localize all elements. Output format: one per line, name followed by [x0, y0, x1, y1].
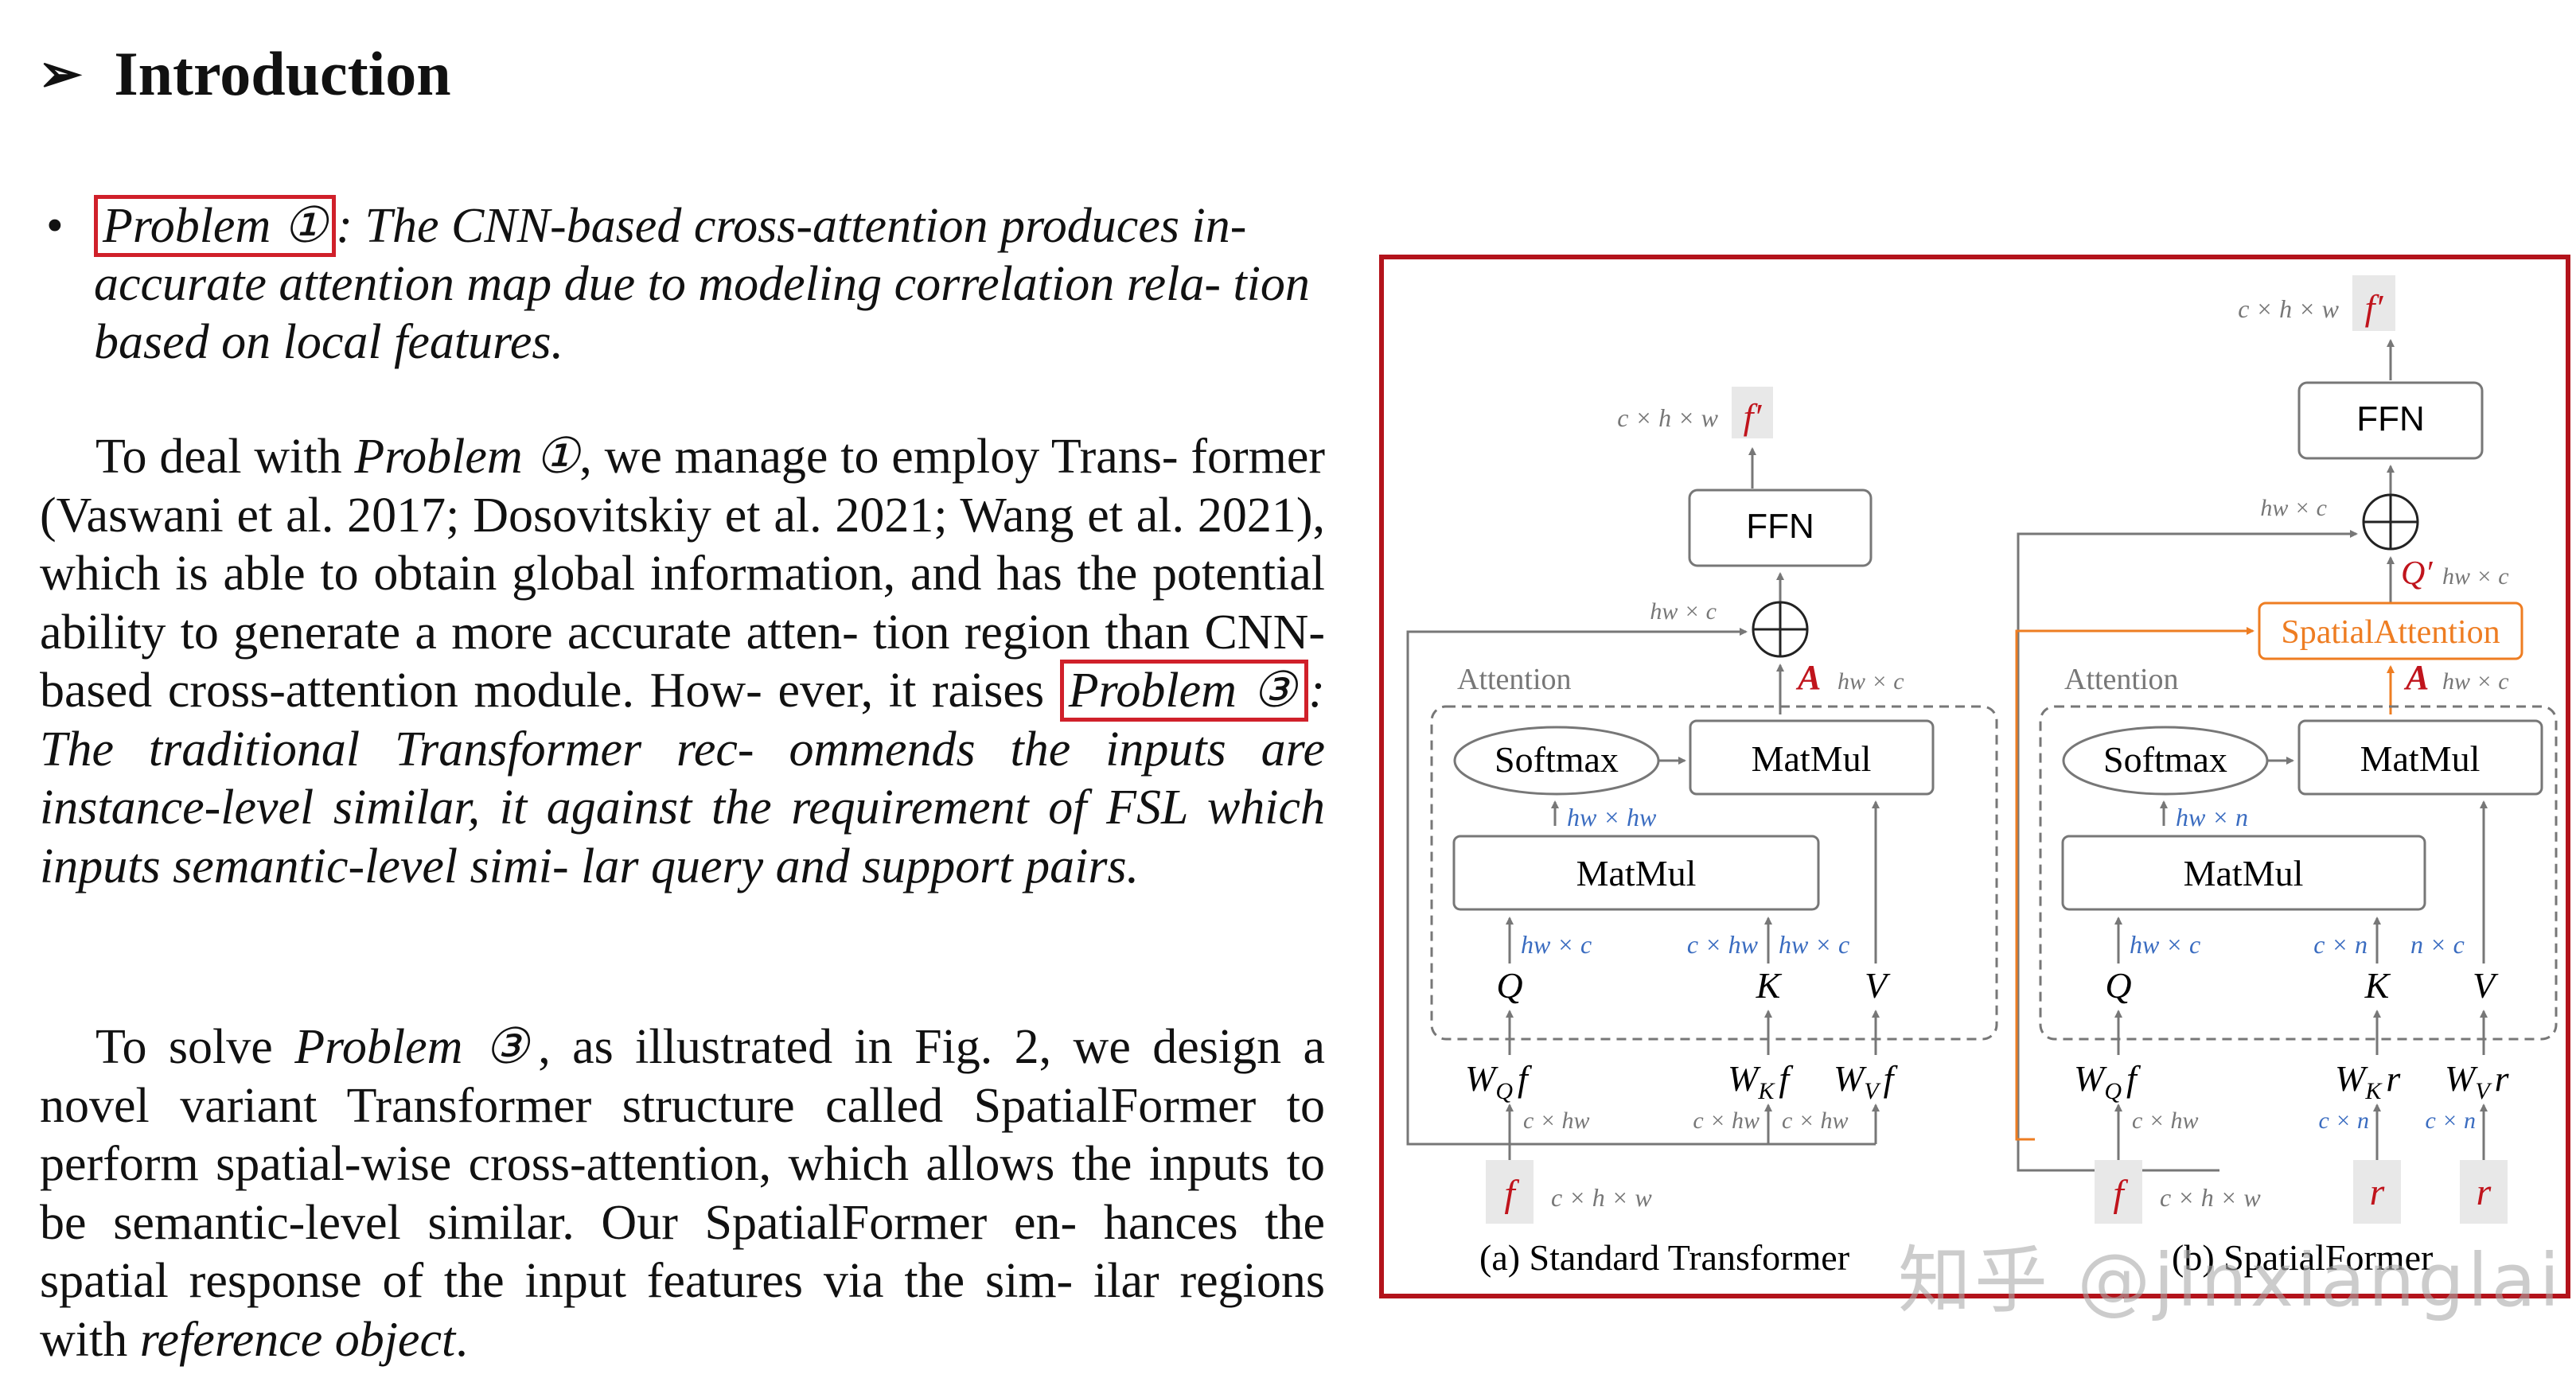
right-q-dim: hw × c [2130, 930, 2200, 959]
left-attention-label: Attention [1457, 663, 1572, 696]
right-ref1-bg [2353, 1160, 2401, 1224]
left-in-feat-dim: c × h × w [1551, 1183, 1652, 1212]
para1-part1: To deal with [95, 430, 355, 484]
left-a-dim: hw × c [1837, 668, 1904, 695]
left-out-feat-bg [1732, 387, 1773, 438]
right-matmul-top-label: MatMul [2360, 738, 2481, 779]
para2-part3: . [455, 1312, 468, 1367]
right-in-v-dim: c × n [2425, 1108, 2476, 1134]
left-softmax-label: Softmax [1495, 739, 1619, 780]
left-caption: (a) Standard Transformer [1479, 1237, 1849, 1278]
right-caption: (b) SpatialFormer [2172, 1237, 2433, 1278]
arrow-bullet-icon: ➢ [38, 45, 83, 103]
right-in-q-dim: c × hw [2132, 1108, 2199, 1134]
paragraph-1: To deal with Problem ①, we manage to emp… [40, 428, 1325, 896]
right-a-dim: hw × c [2442, 668, 2509, 695]
left-k-dim: c × hw [1687, 930, 1759, 959]
left-q-dim: hw × c [1521, 930, 1592, 959]
left-out-feat: f′ [1744, 396, 1763, 437]
right-res-dim: hw × c [2260, 495, 2327, 521]
left-ffn-box [1688, 489, 1873, 567]
left-ffn-label: FFN [1746, 507, 1814, 546]
right-ref1: r [2370, 1171, 2385, 1213]
right-softmax-label: Softmax [2103, 739, 2227, 780]
paragraph-2: To solve Problem ③, as illustrated in Fi… [40, 1018, 1325, 1369]
right-ref2: r [2477, 1171, 2492, 1213]
right-ref2-bg [2460, 1160, 2508, 1224]
section-heading: ➢ Introduction [38, 38, 451, 110]
bullet-body: : The CNN-based cross-attention produces… [94, 199, 1310, 369]
para2-part2: , as illustrated in Fig. 2, we design a … [40, 1020, 1325, 1367]
right-in-feat-dim: c × h × w [2160, 1183, 2261, 1212]
right-q-prime: Q′ [2401, 555, 2433, 592]
standard-transformer-diagram: c × h × w f′ FFN hw × c A hw × c Attenti… [1406, 387, 1998, 1278]
left-in-q-dim: c × hw [1523, 1108, 1590, 1134]
right-in-feat-bg [2095, 1160, 2142, 1224]
right-attention-box [2039, 705, 2558, 1041]
problem-3-box: Problem ③ [1059, 660, 1309, 722]
left-attention-box [1430, 705, 1998, 1041]
left-v-dim: hw × c [1779, 930, 1849, 959]
right-a-label: A [2403, 658, 2429, 697]
left-matmul-top-box [1689, 719, 1935, 796]
right-ffn-box [2297, 381, 2484, 460]
problem-1-box: Problem ① [94, 195, 337, 257]
left-k: K [1756, 965, 1783, 1006]
para2-part1: To solve [95, 1020, 295, 1074]
figure-diagram: c × h × w f′ FFN hw × c A hw × c Attenti… [1406, 275, 2558, 1278]
right-ffn-label: FFN [2356, 399, 2425, 438]
left-in-feat-bg [1486, 1160, 1534, 1224]
left-q: Q [1496, 965, 1522, 1006]
right-attention-label: Attention [2064, 663, 2179, 696]
bullet-text: Problem ①: The CNN-based cross-attention… [94, 195, 1319, 372]
right-k: K [2364, 965, 2391, 1006]
para1-part3: : The traditional Transformer rec- ommen… [40, 664, 1325, 893]
right-matmul-top-box [2297, 719, 2543, 796]
right-out-feat: f′ [2365, 287, 2384, 328]
left-matmul-top-label: MatMul [1752, 738, 1872, 779]
right-q-prime-dim: hw × c [2442, 563, 2509, 590]
right-sm-dim: hw × n [2176, 803, 2248, 831]
spatial-attention-label: SpatialAttention [2281, 614, 2500, 651]
left-out-dim: c × h × w [1617, 403, 1718, 432]
left-matmul-mid-label: MatMul [1576, 853, 1697, 893]
right-out-feat-bg [2352, 275, 2395, 331]
right-k-dim: c × n [2313, 930, 2368, 959]
problem-bullet: • Problem ①: The CNN-based cross-attenti… [46, 195, 1319, 372]
left-v: V [1865, 965, 1891, 1006]
left-res-dim: hw × c [1650, 598, 1717, 625]
left-in-v-dim: c × hw [1782, 1108, 1849, 1134]
spatialformer-diagram: c × h × w f′ FFN hw × c Q′ hw × c Spatia… [2015, 275, 2558, 1278]
right-out-dim: c × h × w [2238, 294, 2339, 323]
right-matmul-mid-box [2061, 835, 2426, 911]
para1-part2: , we manage to employ Trans- former (Vas… [40, 430, 1326, 718]
para2-problem-ref: Problem ③ [294, 1020, 539, 1074]
left-a-label: A [1795, 658, 1821, 697]
right-v: V [2473, 965, 2499, 1006]
section-title: Introduction [114, 39, 451, 108]
right-q: Q [2105, 965, 2131, 1006]
left-matmul-mid-box [1452, 835, 1820, 911]
right-matmul-mid-label: MatMul [2184, 853, 2304, 893]
right-v-dim: n × c [2410, 930, 2465, 959]
bullet-dot-icon: • [46, 199, 64, 253]
para1-problem-ref: Problem ① [354, 430, 580, 484]
para2-ref-obj: reference object [139, 1312, 456, 1367]
right-in-k-dim: c × n [2318, 1108, 2369, 1134]
left-sm-dim: hw × hw [1567, 803, 1657, 831]
spatial-attention-box [2258, 601, 2523, 660]
left-in-k-dim: c × hw [1693, 1108, 1760, 1134]
figure-frame: c × h × w f′ FFN hw × c A hw × c Attenti… [1379, 255, 2570, 1298]
